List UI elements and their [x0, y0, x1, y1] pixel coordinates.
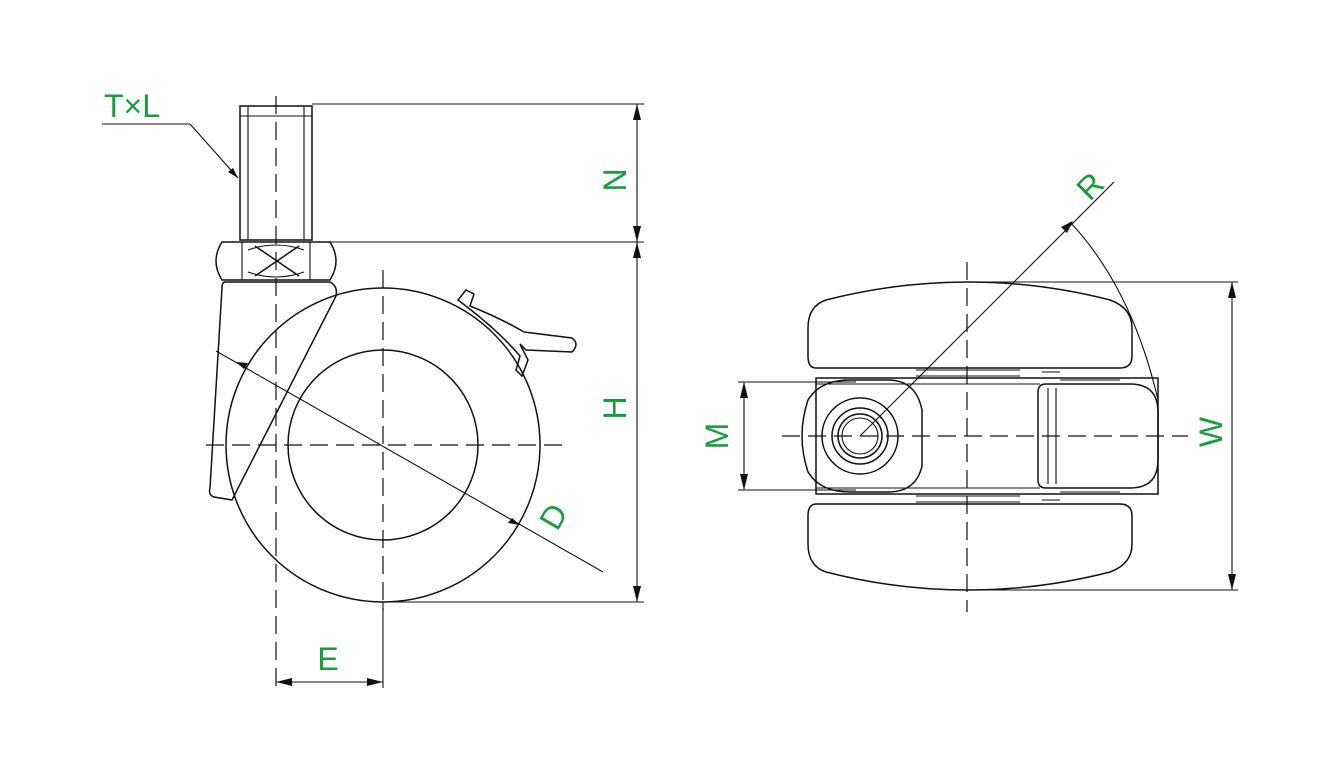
front-view [738, 181, 1238, 612]
radius-arrow [1061, 221, 1073, 233]
diameter-line [215, 350, 604, 573]
r-label: R [1069, 165, 1111, 207]
m-label: M [699, 423, 735, 450]
h-arrow-top [633, 242, 641, 258]
w-arrow-top [1228, 282, 1236, 298]
fork-body [208, 281, 338, 501]
m-arrow-bottom [740, 474, 748, 490]
stem-head [801, 379, 923, 493]
wheel-upper-half [807, 281, 1133, 369]
brake-lever [456, 289, 577, 378]
diameter-arrow-bottom [508, 518, 520, 525]
wheel-lower-half [807, 503, 1133, 591]
side-view [102, 96, 644, 688]
e-arrow-right [367, 678, 383, 686]
hex-nut [215, 241, 337, 281]
e-label: E [317, 641, 338, 677]
d-label: D [532, 497, 575, 535]
e-arrow-left [276, 678, 292, 686]
n-label: N [597, 168, 633, 191]
m-arrow-top [740, 382, 748, 398]
w-arrow-bottom [1228, 574, 1236, 590]
thread-leader-arrow [228, 168, 238, 178]
radius-line [859, 181, 1115, 437]
h-label: H [597, 396, 633, 419]
diameter-arrow-top [236, 362, 248, 369]
thread-leader-line [189, 123, 239, 179]
side-cap [1037, 383, 1159, 489]
h-arrow-bottom [633, 586, 641, 602]
w-label: W [1193, 416, 1229, 447]
n-arrow-top [633, 104, 641, 120]
thread-label: T×L [104, 88, 160, 124]
n-arrow-bottom [633, 226, 641, 242]
radius-arc [1069, 221, 1159, 401]
